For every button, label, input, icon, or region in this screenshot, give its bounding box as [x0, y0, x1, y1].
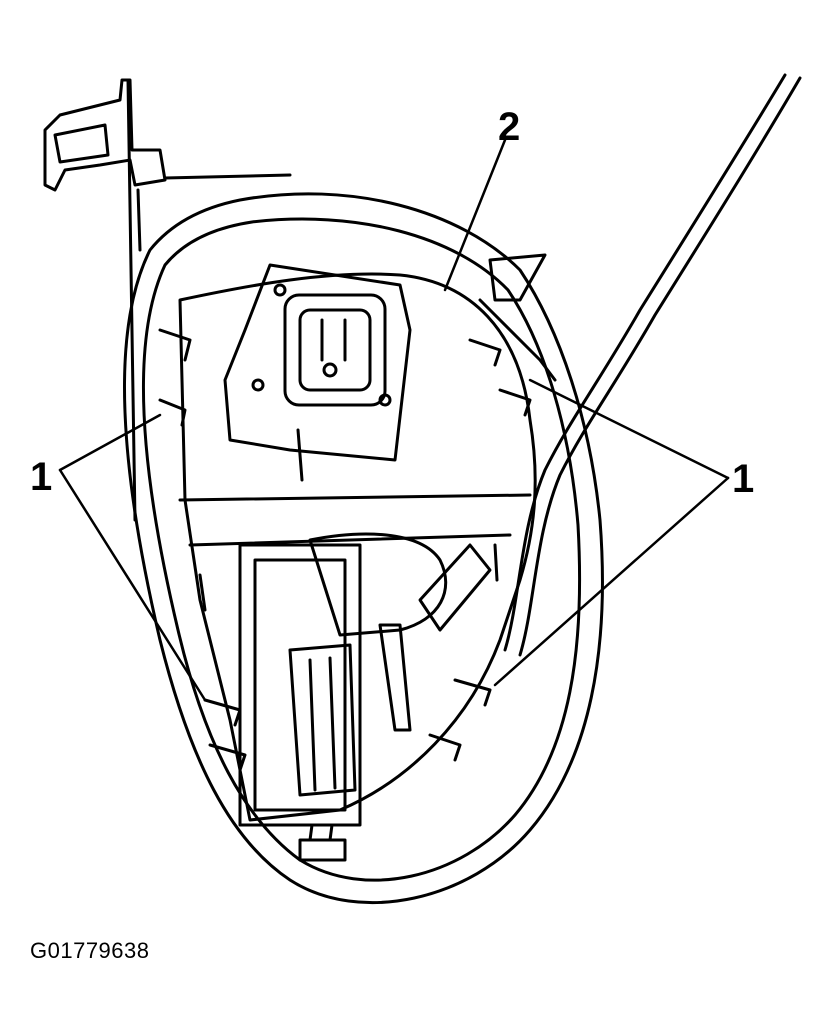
- backing-plate: [178, 272, 537, 822]
- outer-shell-rim: [142, 217, 582, 882]
- callout-2: 2: [498, 105, 520, 149]
- leader-lines: [58, 138, 730, 702]
- leader-clip-lower-right: [493, 476, 730, 687]
- cable-harness: [503, 73, 787, 652]
- callout-1-right: 1: [732, 457, 754, 501]
- figure-id: G01779638: [30, 938, 150, 963]
- leader-clip-upper-right: [528, 378, 730, 480]
- mount-bracket: [43, 78, 167, 192]
- leader-clip-upper-left: [58, 413, 162, 472]
- leader-clip-lower-left: [58, 468, 207, 702]
- outer-shell: [123, 192, 604, 905]
- callout-1-left: 1: [30, 455, 52, 499]
- electrical-connector: [223, 263, 412, 482]
- leader-housing: [443, 138, 507, 292]
- motor-housing: [238, 532, 492, 862]
